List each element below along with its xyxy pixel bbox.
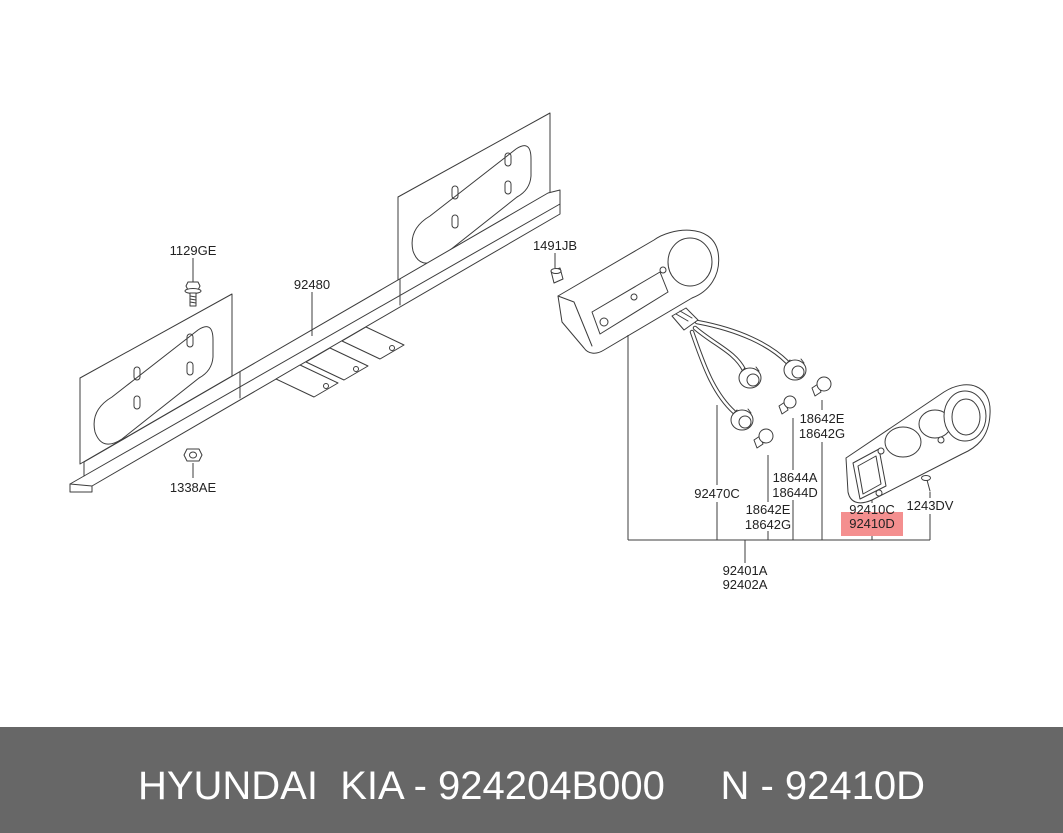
mount-slot <box>451 214 459 229</box>
socket-face <box>746 373 760 387</box>
footer-banner: HYUNDAI KIA - 924204B000 N - 92410D <box>0 727 1063 833</box>
housing-recess <box>591 271 669 335</box>
mount-slot <box>504 180 512 195</box>
lens-frame-inner <box>857 455 882 495</box>
socket-face <box>791 365 805 379</box>
highlight-box <box>841 512 903 536</box>
bulb-glass <box>783 395 797 409</box>
parts-diagram: 1129GE 92480 1491JB 1338AE 18642E 18642G… <box>69 112 991 592</box>
bulb <box>778 395 797 415</box>
hex-nut <box>183 448 203 462</box>
bulb <box>811 376 832 397</box>
strap <box>341 326 405 360</box>
mounting-beam <box>69 189 561 493</box>
flange-bolt <box>184 281 202 307</box>
lens-reflector <box>884 426 922 458</box>
lens-boss <box>875 489 883 497</box>
strap-hole <box>353 366 359 372</box>
strap <box>305 347 369 381</box>
callout-bolt: 1129GE <box>170 243 217 258</box>
lens-boss <box>937 436 945 444</box>
callout-lamp-2: 92402A <box>723 577 768 592</box>
socket-face <box>738 415 752 429</box>
clip-head <box>550 268 562 274</box>
lamp-lens <box>845 384 991 504</box>
lens-boss <box>877 447 885 455</box>
callout-lamp-1: 92401A <box>723 563 768 578</box>
callout-lens-2: 92410D <box>849 516 895 531</box>
plate-opening <box>93 326 214 445</box>
lens-ring-inner <box>951 398 981 436</box>
callout-screw: 1243DV <box>907 498 954 513</box>
housing-boss <box>599 317 609 327</box>
bulb-socket <box>730 408 754 431</box>
push-clip <box>550 267 564 284</box>
socket-lugs <box>740 366 760 373</box>
bulb-glass <box>758 428 774 444</box>
beam-step <box>239 278 401 399</box>
mount-slot <box>133 366 141 381</box>
housing-front-face <box>557 295 593 347</box>
housing-boss <box>630 293 638 301</box>
socket-lugs <box>785 358 805 365</box>
wire <box>693 326 746 372</box>
tapping-screw <box>921 475 931 492</box>
leader-lines <box>192 253 931 563</box>
housing-boss <box>659 266 667 274</box>
beam-channel <box>69 189 561 493</box>
plate-opening <box>411 145 532 264</box>
beam-foot <box>69 483 93 487</box>
callout-clip: 1491JB <box>533 238 577 253</box>
screw-shaft <box>926 479 931 492</box>
nut-body <box>183 448 203 462</box>
wire <box>690 330 736 414</box>
mount-slot <box>186 361 194 376</box>
screw-head <box>921 475 931 481</box>
strap <box>275 364 339 398</box>
footer-part-number: HYUNDAI KIA - 924204B000 N - 92410D <box>137 764 926 808</box>
bulb <box>753 428 774 449</box>
housing-ring <box>667 237 713 287</box>
mount-slot <box>133 395 141 410</box>
socket-lugs <box>732 408 752 415</box>
bulb-socket <box>738 366 762 389</box>
callout-bulb-middle-1: 18644A <box>773 470 818 485</box>
callout-bulb-upper-1: 18642E <box>800 411 845 426</box>
nut-bore <box>189 451 197 459</box>
callout-beam: 92480 <box>294 277 330 292</box>
bolt-threads <box>189 295 197 304</box>
mount-slot <box>186 333 194 348</box>
wiring-harness <box>671 307 790 415</box>
mount-slot <box>451 185 459 200</box>
wire <box>695 320 789 364</box>
bulb-glass <box>816 376 832 392</box>
beam-fold <box>83 203 561 477</box>
strap-hole <box>389 345 395 351</box>
callout-nut: 1338AE <box>170 480 217 495</box>
callout-bulb-lower-2: 18642G <box>745 517 791 532</box>
mount-slot <box>504 152 512 167</box>
strap-hole <box>323 383 329 389</box>
callout-lens-1: 92410C <box>849 502 895 517</box>
bulb-socket <box>783 358 807 381</box>
callout-bulb-lower-1: 18642E <box>746 502 791 517</box>
callout-harness: 92470C <box>694 486 740 501</box>
callout-bulb-middle-2: 18644D <box>772 485 818 500</box>
connector-latch <box>675 310 693 322</box>
callout-bulb-upper-2: 18642G <box>799 426 845 441</box>
beam-straps <box>275 326 405 398</box>
lamp-housing <box>557 229 720 354</box>
